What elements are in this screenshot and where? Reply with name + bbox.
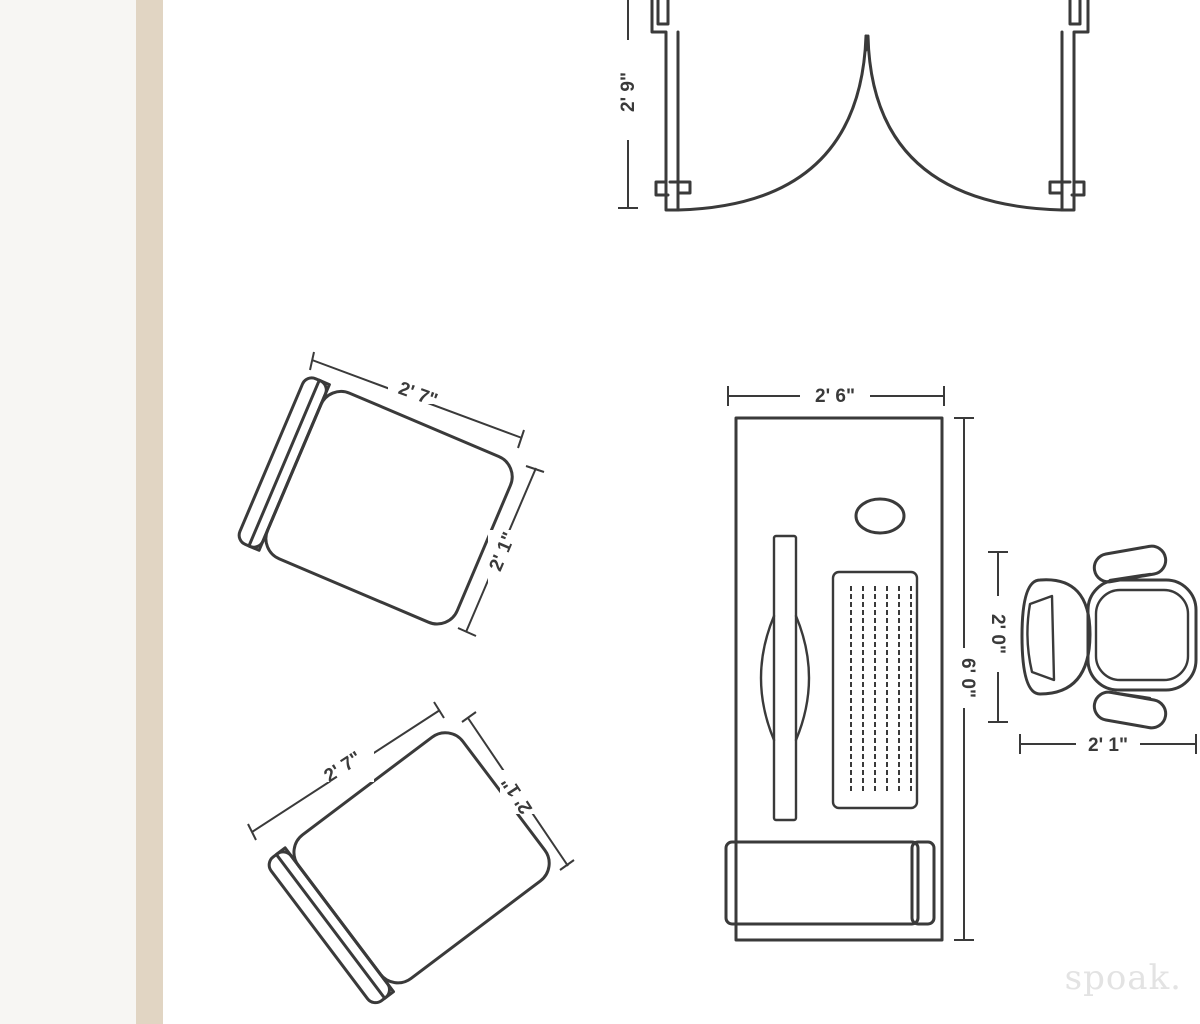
door-dimension: 2' 9" — [618, 0, 639, 209]
desk-length-label: 6' 0" — [957, 658, 978, 698]
accent-chair-top-dimensions: 2' 7" 2' 1" — [309, 351, 545, 637]
office-chair — [1020, 544, 1198, 730]
left-margin-panel — [0, 0, 136, 1024]
desk — [724, 416, 944, 942]
accent-chair-top — [237, 376, 514, 626]
desk-dimensions: 2' 6" 6' 0" — [727, 382, 978, 941]
desk-width-label: 2' 6" — [815, 386, 855, 407]
accent-chair-bottom-dimensions: 2' 7" 2' 1" — [247, 701, 575, 871]
office-chair-depth-label: 2' 0" — [987, 614, 1008, 654]
wall-strip — [136, 0, 163, 1024]
door-depth-label: 2' 9" — [618, 72, 639, 112]
double-door — [650, 0, 1090, 212]
office-chair-width-label: 2' 1" — [1088, 735, 1128, 756]
accent-chair-bottom — [267, 731, 551, 1005]
office-chair-dimensions: 2' 0" 2' 1" — [986, 551, 1197, 758]
brand-watermark: spoak. — [1064, 958, 1182, 998]
